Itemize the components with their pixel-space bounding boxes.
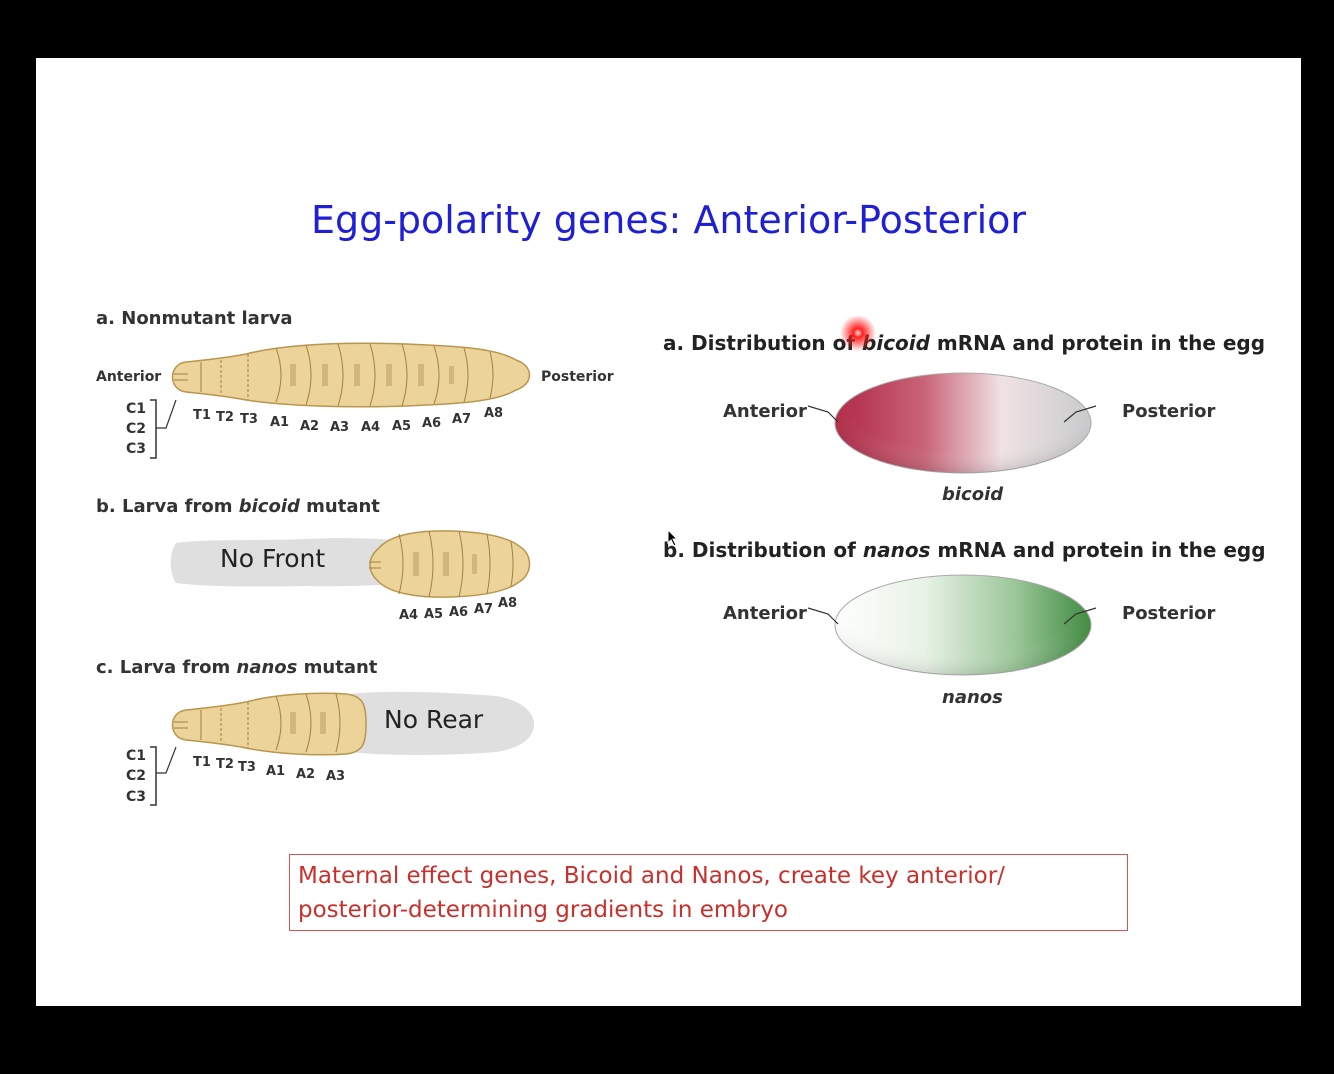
panel-a-label: a. Nonmutant larva (96, 308, 293, 329)
segment-t2-c: T2 (216, 757, 234, 772)
segment-a4-a: A4 (361, 420, 381, 435)
head-seg-c2-a: C2 (126, 421, 147, 437)
ghost-rear-shape (350, 691, 534, 755)
egg-b-heading: b. Distribution of nanos mRNA and protei… (663, 538, 1266, 562)
segment-a1-c: A1 (266, 764, 286, 779)
egg-a-caption: bicoid (942, 484, 1004, 505)
segment-a3-c: A3 (326, 769, 346, 784)
larva-nanos-mutant (171, 692, 367, 756)
panel-b-gene: bicoid (238, 496, 300, 517)
head-bracket-a (150, 399, 177, 459)
mouse-cursor-icon (667, 528, 679, 547)
segment-a3-a: A3 (330, 420, 350, 435)
slide: Egg-polarity genes: Anterior-Posterior a… (36, 58, 1301, 1006)
segment-a7-b: A7 (474, 602, 494, 617)
posterior-label-a: Posterior (541, 369, 614, 385)
segment-a4-b: A4 (399, 608, 419, 623)
panel-c-label: c. Larva from nanos mutant (96, 657, 378, 678)
egg-b-caption: nanos (942, 687, 1003, 708)
panel-b-label: b. Larva from bicoid mutant (96, 496, 380, 517)
segment-a5-a: A5 (392, 419, 412, 434)
segment-a6-a: A6 (422, 416, 442, 431)
segment-a7-a: A7 (452, 412, 472, 427)
no-rear-text: No Rear (384, 705, 484, 734)
egg-b-posterior-label: Posterior (1122, 603, 1216, 624)
no-front-text: No Front (220, 544, 326, 573)
egg-b-heading-gene: nanos (862, 538, 931, 562)
egg-a-posterior-label: Posterior (1122, 401, 1216, 422)
slide-title: Egg-polarity genes: Anterior-Posterior (310, 198, 1027, 242)
head-seg-c3-a: C3 (126, 441, 147, 457)
segment-a6-b: A6 (449, 605, 469, 620)
larva-bicoid-mutant (369, 530, 531, 598)
head-seg-c3-c: C3 (126, 789, 147, 805)
egg-a-pointer-lines (807, 405, 1097, 423)
segment-t3-c: T3 (238, 760, 256, 775)
anterior-label-a: Anterior (96, 369, 162, 385)
segment-t1-a: T1 (193, 408, 211, 423)
egg-bicoid (834, 372, 1092, 474)
segment-t3-a: T3 (240, 412, 258, 427)
summary-box: Maternal effect genes, Bicoid and Nanos,… (289, 854, 1128, 931)
larva-body (171, 342, 531, 408)
head-seg-c2-c: C2 (126, 768, 147, 784)
egg-b-anterior-label: Anterior (723, 603, 807, 624)
segment-a1-a: A1 (270, 415, 290, 430)
egg-a-heading: a. Distribution of bicoid mRNA and prote… (663, 331, 1266, 355)
laser-pointer-dot (840, 315, 876, 351)
egg-b-pointer-lines (807, 607, 1097, 625)
segment-a5-b: A5 (424, 607, 444, 622)
larva-nonmutant (171, 342, 531, 408)
segment-a2-a: A2 (300, 419, 320, 434)
segment-t1-c: T1 (193, 755, 211, 770)
segment-a8-b: A8 (498, 596, 518, 611)
panel-c-gene: nanos (236, 657, 298, 678)
segment-t2-a: T2 (216, 410, 234, 425)
head-bracket-c (150, 746, 177, 806)
segment-a8-a: A8 (484, 406, 504, 421)
segment-a2-c: A2 (296, 767, 316, 782)
head-seg-c1-a: C1 (126, 401, 147, 417)
egg-a-anterior-label: Anterior (723, 401, 807, 422)
ghost-front-shape (170, 538, 411, 587)
egg-nanos (834, 574, 1092, 676)
head-seg-c1-c: C1 (126, 748, 147, 764)
